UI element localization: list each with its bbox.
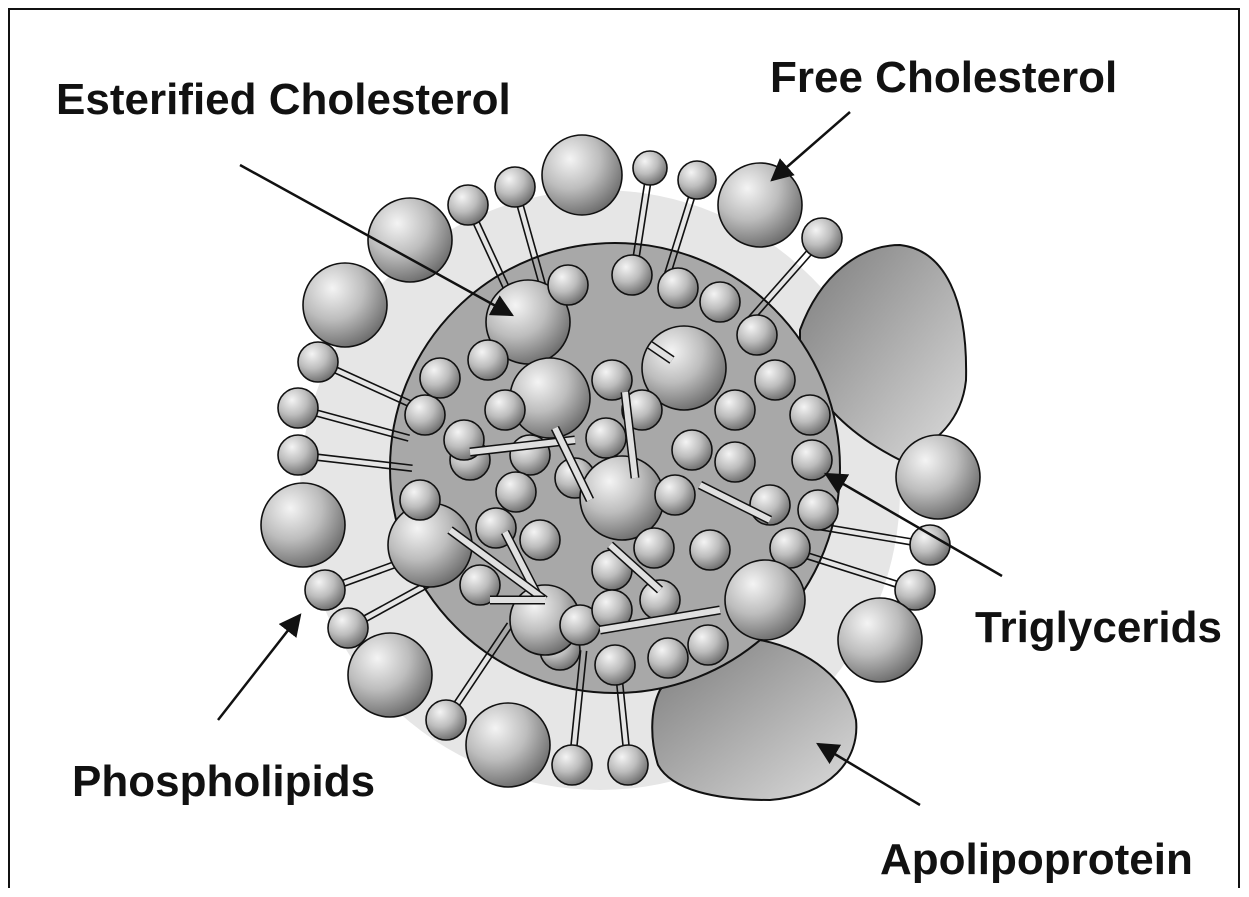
phospholipid-head xyxy=(678,161,716,199)
free-cholesterol-sphere xyxy=(896,435,980,519)
triglyceride-molecule xyxy=(658,268,698,308)
triglyceride-molecule xyxy=(700,282,740,322)
phospholipid-head xyxy=(305,570,345,610)
free-cholesterol-sphere xyxy=(368,198,452,282)
triglyceride-molecule xyxy=(715,442,755,482)
free-cholesterol-sphere xyxy=(542,135,622,215)
triglyceride-molecule xyxy=(737,315,777,355)
triglyceride-molecule xyxy=(688,625,728,665)
triglyceride-molecule xyxy=(520,520,560,560)
phospholipid-head xyxy=(328,608,368,648)
triglyceride-molecule xyxy=(655,475,695,515)
triglyceride-molecule xyxy=(648,638,688,678)
triglyceride-molecule xyxy=(400,480,440,520)
triglyceride-molecule xyxy=(548,265,588,305)
pointer-phospholipids xyxy=(218,615,300,720)
label-apolipoprotein: Apolipoprotein xyxy=(880,838,1193,882)
label-free-cholesterol: Free Cholesterol xyxy=(770,56,1117,100)
triglyceride-molecule xyxy=(586,418,626,458)
phospholipid-head xyxy=(495,167,535,207)
phospholipid-head xyxy=(278,435,318,475)
triglyceride-molecule xyxy=(485,390,525,430)
free-cholesterol-sphere xyxy=(718,163,802,247)
label-triglycerids: Triglycerids xyxy=(975,606,1222,650)
triglyceride-molecule xyxy=(420,358,460,398)
free-cholesterol-sphere xyxy=(348,633,432,717)
esterified-cholesterol-sphere xyxy=(725,560,805,640)
triglyceride-molecule xyxy=(496,472,536,512)
triglyceride-molecule xyxy=(715,390,755,430)
free-cholesterol-sphere xyxy=(466,703,550,787)
triglyceride-molecule xyxy=(468,340,508,380)
label-phospholipids: Phospholipids xyxy=(72,760,375,804)
label-esterified-cholesterol: Esterified Cholesterol xyxy=(56,78,511,122)
phospholipid-head xyxy=(426,700,466,740)
triglyceride-molecule xyxy=(798,490,838,530)
phospholipid-head xyxy=(278,388,318,428)
free-cholesterol-sphere xyxy=(303,263,387,347)
triglyceride-molecule xyxy=(595,645,635,685)
phospholipid-head xyxy=(633,151,667,185)
pointer-free-cholesterol xyxy=(772,112,850,180)
triglyceride-molecule xyxy=(405,395,445,435)
triglyceride-molecule xyxy=(755,360,795,400)
phospholipid-head xyxy=(552,745,592,785)
triglyceride-molecule xyxy=(790,395,830,435)
triglyceride-molecule xyxy=(690,530,730,570)
triglyceride-molecule xyxy=(612,255,652,295)
phospholipid-head xyxy=(802,218,842,258)
phospholipid-head xyxy=(298,342,338,382)
phospholipid-head xyxy=(608,745,648,785)
esterified-cholesterol-sphere xyxy=(510,358,590,438)
free-cholesterol-sphere xyxy=(838,598,922,682)
triglyceride-molecule xyxy=(672,430,712,470)
free-cholesterol-sphere xyxy=(261,483,345,567)
phospholipid-head xyxy=(448,185,488,225)
phospholipid-head xyxy=(910,525,950,565)
triglyceride-molecule xyxy=(634,528,674,568)
